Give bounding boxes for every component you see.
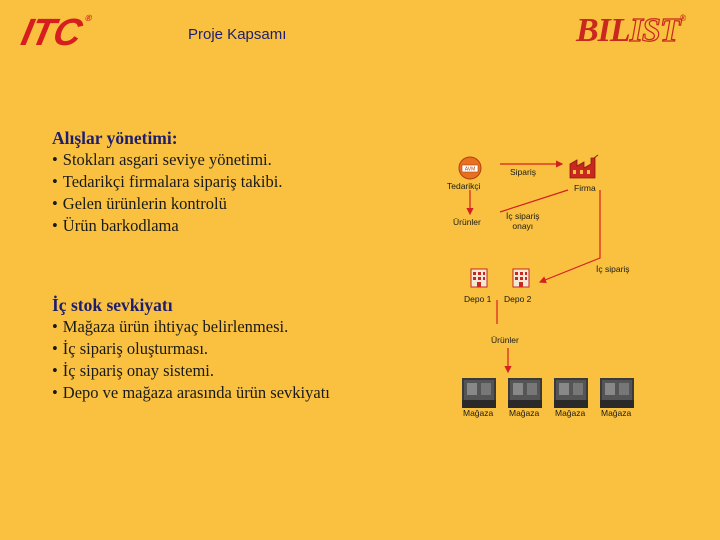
factory-icon (568, 154, 600, 185)
products-label-mid: Ürünler (491, 335, 519, 345)
store-label: Mağaza (601, 408, 631, 418)
svg-text:AVM: AVM (465, 167, 475, 173)
firm-label: Firma (574, 183, 596, 193)
approval-arrow (500, 190, 568, 212)
products-label-top: Ürünler (453, 217, 481, 227)
store-label: Mağaza (463, 408, 493, 418)
store-label: Mağaza (555, 408, 585, 418)
depot-building-icon (512, 266, 530, 293)
depot-label: Depo 2 (504, 294, 531, 304)
internal-order-label: İç sipariş (596, 264, 630, 274)
depot-building-icon (470, 266, 488, 293)
depot-label: Depo 1 (464, 294, 491, 304)
order-label: Sipariş (510, 167, 536, 177)
internal-order-arrow (540, 190, 600, 282)
store-label: Mağaza (509, 408, 539, 418)
supplier-label: Tedarikçi (447, 181, 481, 191)
